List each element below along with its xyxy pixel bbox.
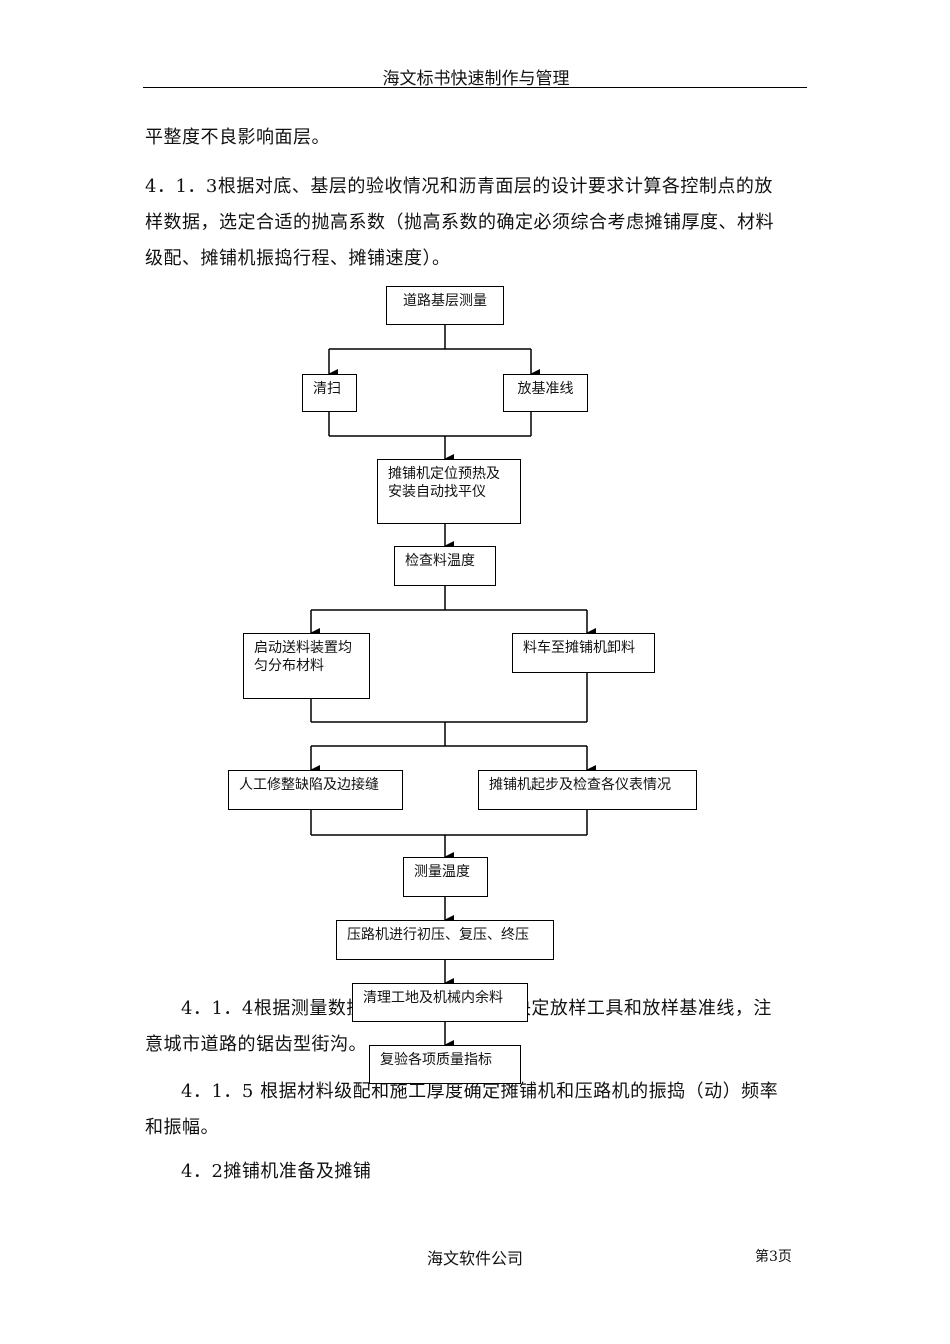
- footer-page-number: 第3页: [755, 1249, 792, 1265]
- flow-node-baseline: 放基准线: [503, 374, 588, 412]
- flow-node-sweep: 清扫: [302, 374, 357, 412]
- flow-node-compaction: 压路机进行初压、复压、终压: [336, 920, 554, 960]
- flow-node-feeder-distribute: 启动送料装置均匀分布材料: [243, 633, 370, 699]
- footer-company: 海文软件公司: [426, 1249, 523, 1268]
- paragraph-1: 平整度不良影响面层。: [145, 127, 330, 148]
- paragraph-5: 4．2摊铺机准备及摊铺: [181, 1161, 372, 1182]
- page-header-title: 海文标书快速制作与管理: [382, 69, 570, 89]
- header-rule: [143, 87, 807, 88]
- flow-node-truck-unload: 料车至摊铺机卸料: [512, 633, 655, 673]
- paragraph-3-line-2: 意城市道路的锯齿型街沟。: [145, 1034, 367, 1055]
- flow-node-road-base-survey: 道路基层测量: [386, 286, 504, 325]
- paragraph-2-line-3: 级配、摊铺机振捣行程、摊铺速度）。: [145, 248, 451, 269]
- paragraph-2-line-2: 样数据，选定合适的抛高系数（抛高系数的确定必须综合考虑摊铺厚度、材料: [145, 212, 774, 233]
- paragraph-4-line-2: 和振幅。: [145, 1117, 219, 1138]
- flow-node-check-material-temp: 检查料温度: [394, 546, 496, 586]
- flow-node-manual-repair: 人工修整缺陷及边接缝: [228, 770, 403, 810]
- flow-node-paver-start: 摊铺机起步及检查各仪表情况: [478, 770, 697, 810]
- flow-node-measure-temp: 测量温度: [403, 857, 488, 897]
- flow-node-quality-recheck: 复验各项质量指标: [369, 1045, 521, 1084]
- flow-node-cleanup: 清理工地及机械内余料: [352, 983, 528, 1022]
- flow-node-paver-preheat: 摊铺机定位预热及安装自动找平仪: [377, 459, 521, 524]
- paragraph-4-line-1: 4．1．5 根据材料级配和施工厚度确定摊铺机和压路机的振捣（动）频率: [181, 1081, 779, 1102]
- paragraph-2-line-1: 4．1．3根据对底、基层的验收情况和沥青面层的设计要求计算各控制点的放: [145, 176, 773, 197]
